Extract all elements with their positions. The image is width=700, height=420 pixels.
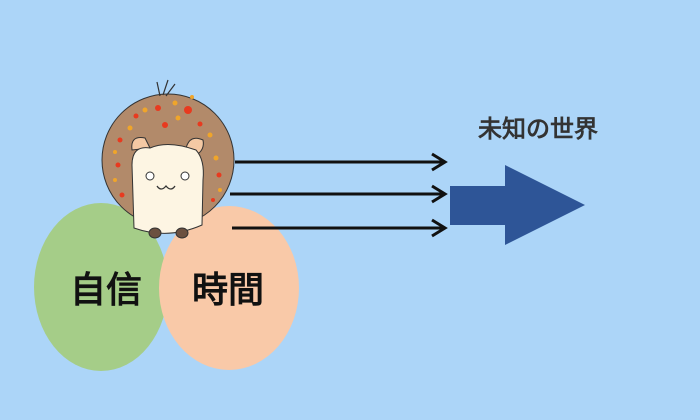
arrow-1 [235,152,448,172]
arrow-3 [232,218,448,238]
confidence-circle [34,203,168,371]
confidence-label: 自信 [70,270,142,311]
arrow-2 [230,184,448,204]
unknown-world-title: 未知の世界 [478,115,598,143]
arrows [230,152,448,238]
big-arrow [450,165,585,245]
time-circle [159,206,299,370]
hedgehog-illustration [101,79,235,239]
time-label: 時間 [192,270,264,311]
